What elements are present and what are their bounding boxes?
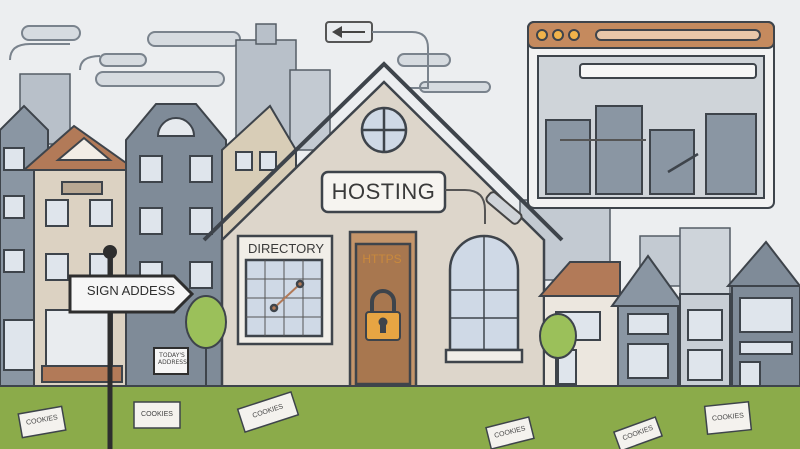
hosting-sign (320, 170, 447, 214)
cookie-packets (17, 390, 753, 449)
cursor-arrow-icon (325, 21, 429, 89)
https-label: HTTPS (362, 252, 402, 266)
grass (0, 386, 800, 449)
small-sign-label: TODAY'S ADDRESS (158, 352, 187, 366)
building-left-2 (21, 124, 140, 391)
main-house (202, 61, 564, 414)
hosting-sign-label: HOSTING (331, 179, 436, 204)
street-sign-icon (68, 245, 195, 449)
tree-icon (185, 295, 577, 388)
street-sign-label: SIGN ADDESS (86, 283, 176, 298)
directory-label: DIRECTORY (247, 241, 325, 256)
padlock-icon (365, 289, 401, 341)
cookie-label: COOKIES (141, 411, 173, 418)
browser-window-icon (527, 21, 775, 209)
building-right-4 (725, 240, 800, 391)
building-right-3 (679, 293, 731, 391)
